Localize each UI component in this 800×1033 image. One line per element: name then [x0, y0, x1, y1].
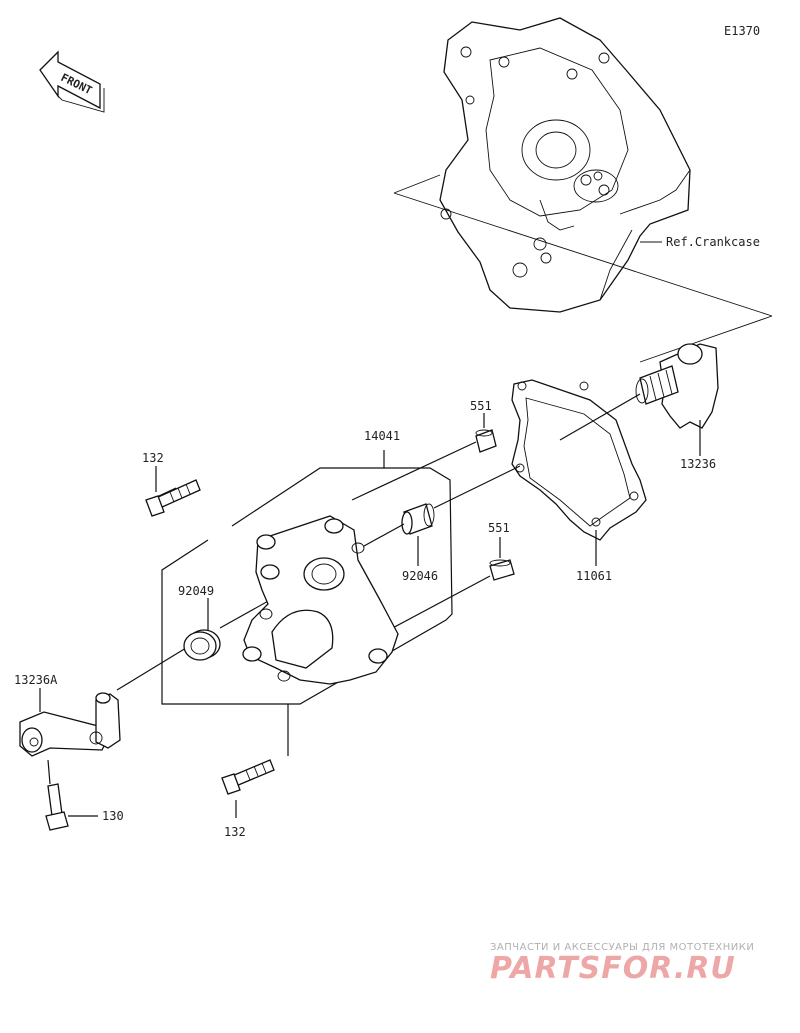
diagram-code: E1370 — [724, 24, 760, 38]
crankcase-reference — [439, 17, 691, 313]
part-label: 13236A — [14, 673, 58, 687]
cover-bracket — [161, 450, 453, 705]
crankcase-callout: Ref.Crankcase — [393, 174, 773, 363]
part-label: 92046 — [402, 569, 438, 583]
part-label: 551 — [470, 399, 492, 413]
watermark: ЗАПЧАСТИ И АКСЕССУАРЫ ДЛЯ МОТОТЕХНИКИ PA… — [490, 942, 754, 986]
dowel-pin-lower — [489, 537, 515, 581]
part-label: 132 — [142, 451, 164, 465]
oil-seal — [183, 598, 221, 661]
dowel-pin-upper — [475, 413, 497, 453]
part-label: 11061 — [576, 569, 612, 583]
part-label: 551 — [488, 521, 510, 535]
shift-lever — [19, 688, 121, 757]
part-label: 130 — [102, 809, 124, 823]
lever-bolt — [45, 759, 98, 831]
watermark-subtitle: ЗАПЧАСТИ И АКСЕССУАРЫ ДЛЯ МОТОТЕХНИКИ — [490, 942, 754, 953]
bolt-upper — [145, 466, 201, 517]
cover-gasket — [511, 379, 647, 566]
shift-shaft — [635, 343, 719, 456]
front-arrow-icon: FRONT — [39, 50, 105, 113]
shift-cover — [242, 515, 399, 685]
bolt-lower — [221, 704, 289, 818]
part-labels: 551 14041 132 13236 92046 551 11061 9204… — [14, 399, 716, 839]
needle-bearing — [401, 503, 435, 566]
part-label: 132 — [224, 825, 246, 839]
watermark-brand: PARTSFOR.RU — [490, 951, 736, 986]
part-label: 14041 — [364, 429, 400, 443]
part-label: 13236 — [680, 457, 716, 471]
part-label: 92049 — [178, 584, 214, 598]
ref-crankcase-label: Ref.Crankcase — [666, 235, 760, 249]
